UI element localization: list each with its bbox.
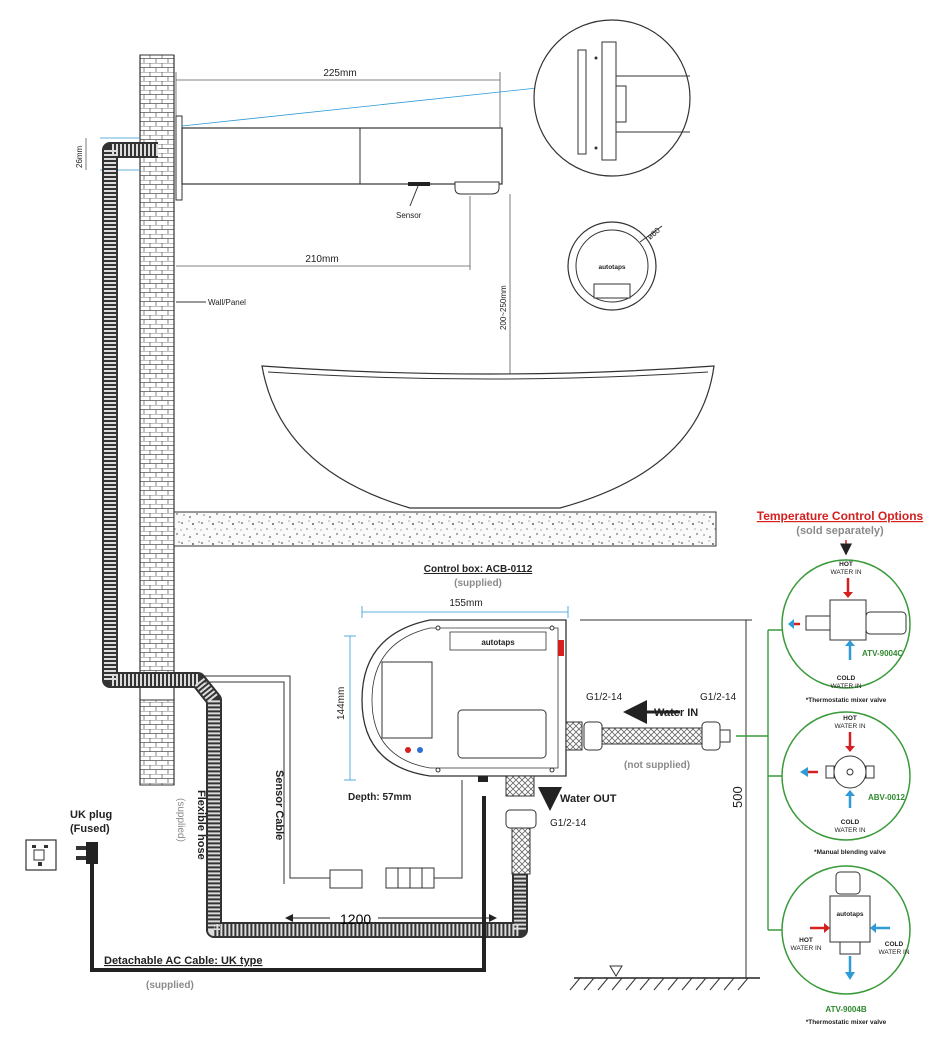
- opt3-brand: autotaps: [836, 911, 863, 918]
- water-out-label: Water OUT: [560, 793, 617, 805]
- basin: [261, 365, 715, 509]
- opt1-model: ATV-9004C: [862, 649, 903, 658]
- uk-plug-label-2: (Fused): [70, 823, 110, 835]
- g12-right-label: G1/2-14: [700, 692, 737, 703]
- control-box-supplied: (supplied): [454, 578, 502, 589]
- dim-210-label: 210mm: [305, 254, 338, 265]
- opt3-caption: *Thermostatic mixer valve: [806, 1019, 887, 1026]
- ac-cable-label: Detachable AC Cable: UK type: [104, 955, 263, 967]
- options-title: Temperature Control Options: [757, 509, 924, 523]
- water-out: Water OUT G1/2-14: [505, 787, 617, 875]
- sensor-callout: Sensor: [396, 185, 422, 220]
- wall-panel: [139, 54, 175, 786]
- sensor-label: Sensor: [396, 211, 422, 220]
- opt3-cold-2: WATER IN: [878, 949, 909, 956]
- opt1-caption: *Thermostatic mixer valve: [806, 697, 887, 704]
- cold-indicator: [417, 747, 423, 753]
- opt2-model: ABV-0012: [868, 793, 905, 802]
- opt2-caption: *Manual blending valve: [814, 849, 886, 856]
- option-atv-9004c: HOT WATER IN COLD WATER IN ATV-9004C *Th…: [781, 559, 911, 704]
- options-subtitle: (sold separately): [796, 525, 884, 537]
- control-box-header: Control box: ACB-0112 (supplied): [424, 564, 533, 589]
- dim-500: 500: [580, 619, 752, 978]
- sensor-cable: [204, 675, 463, 889]
- water-in-label: Water IN: [654, 707, 698, 719]
- dim-1200: 1200: [285, 911, 497, 927]
- opt1-hot-2: WATER IN: [830, 569, 861, 576]
- option-atv-9004b: autotaps HOT WATER IN COLD WATER IN ATV-…: [781, 865, 911, 1026]
- faucet: [175, 115, 503, 201]
- depth-label: Depth: 57mm: [348, 792, 411, 803]
- dim-225-label: 225mm: [323, 68, 356, 79]
- floor-ground: [569, 965, 760, 991]
- dim-225mm: 225mm: [175, 68, 501, 128]
- ac-cable: [90, 796, 486, 972]
- dim-200-250-label: 200~250mm: [499, 285, 508, 330]
- opt1-cold-1: COLD: [837, 675, 856, 682]
- flexible-hose-label: Flexible hose: [195, 790, 207, 860]
- dim-144mm: 144mm: [336, 635, 356, 781]
- g12-out-label: G1/2-14: [550, 818, 587, 829]
- opt2-hot-1: HOT: [843, 715, 857, 722]
- sensor-cable-label: Sensor Cable: [273, 770, 285, 840]
- uk-plug-label-1: UK plug: [70, 809, 112, 821]
- control-box-brand: autotaps: [481, 638, 515, 647]
- opt1-cold-2: WATER IN: [830, 683, 861, 690]
- opt2-cold-1: COLD: [841, 819, 860, 826]
- options-connector: [736, 629, 786, 931]
- control-box: autotaps: [361, 619, 583, 797]
- dim-144-label: 144mm: [336, 687, 347, 720]
- dim-500-label: 500: [730, 786, 745, 808]
- dim-26-label: 26mm: [75, 145, 84, 168]
- opt3-cold-1: COLD: [885, 941, 904, 948]
- hot-indicator: [405, 747, 411, 753]
- option-abv-0012: HOT WATER IN ABV-0012 COLD WATER IN *Man…: [781, 711, 911, 856]
- detail-leader: [181, 87, 538, 127]
- opt2-hot-2: WATER IN: [834, 723, 865, 730]
- opt1-hot-1: HOT: [839, 561, 853, 568]
- dim-210mm: 210mm: [176, 196, 471, 270]
- dim-1200-label: 1200: [340, 911, 371, 927]
- g12-left-label: G1/2-14: [586, 692, 623, 703]
- dim-200-250mm: 200~250mm: [496, 194, 514, 405]
- control-box-label: Control box: ACB-0112: [424, 564, 533, 575]
- opt3-hot-1: HOT: [799, 937, 813, 944]
- not-supplied-label: (not supplied): [624, 760, 690, 771]
- faucet-front-view: autotaps ø60: [567, 221, 663, 311]
- opt3-model: ATV-9004B: [825, 1005, 866, 1014]
- wall-panel-callout: Wall/Panel: [176, 298, 246, 307]
- front-brand: autotaps: [598, 264, 625, 271]
- flexible-hose-supplied: (supplied): [175, 798, 186, 842]
- countertop: [173, 511, 717, 547]
- wall-panel-label: Wall/Panel: [208, 298, 246, 307]
- mounting-detail: [533, 19, 691, 177]
- water-in-hose: [583, 700, 731, 751]
- dim-155-label: 155mm: [449, 598, 482, 609]
- dim-155mm: 155mm: [361, 598, 569, 618]
- opt2-cold-2: WATER IN: [834, 827, 865, 834]
- ac-cable-supplied: (supplied): [146, 980, 194, 991]
- uk-plug: [25, 839, 98, 871]
- opt3-hot-2: WATER IN: [790, 945, 821, 952]
